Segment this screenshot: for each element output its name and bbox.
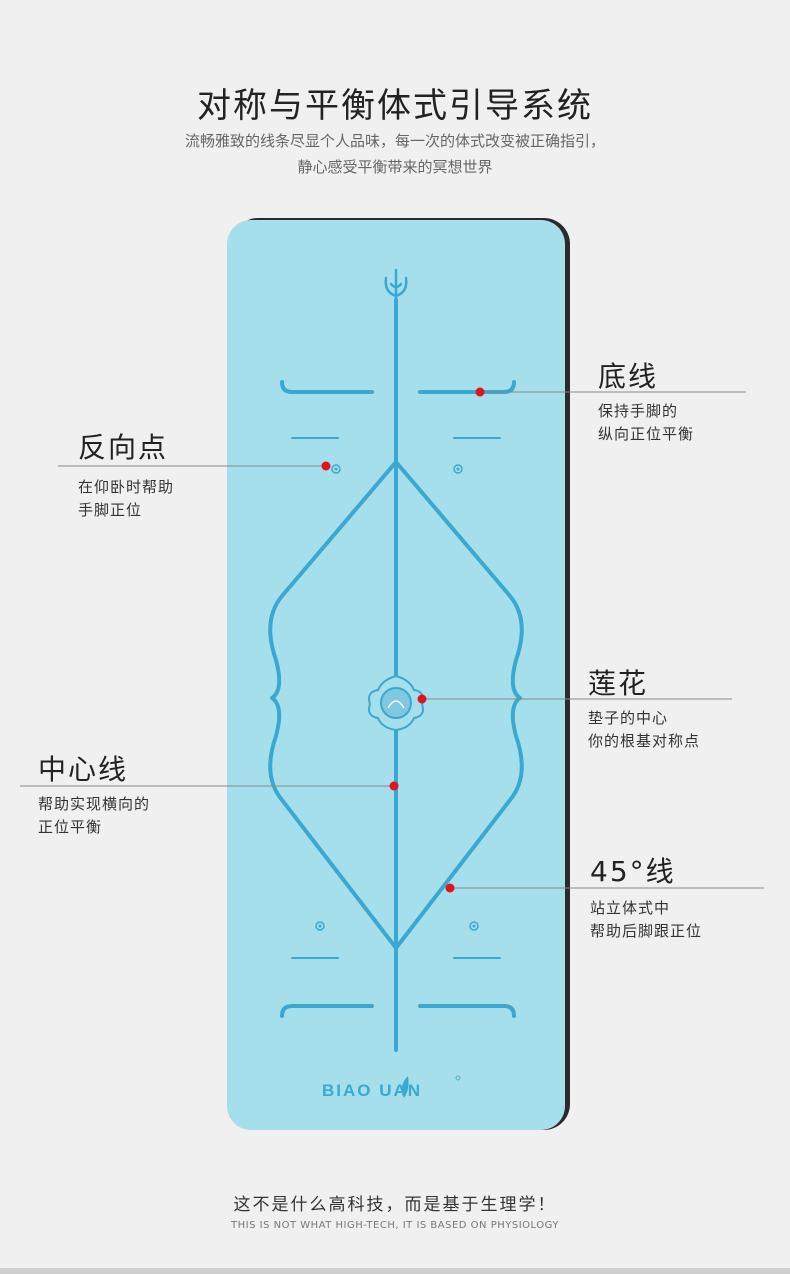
dot-reverse-point bbox=[321, 461, 331, 471]
desc-center-line-2: 正位平衡 bbox=[38, 818, 103, 836]
bottom-left-bottom-line bbox=[280, 1004, 374, 1018]
subtitle-line-2: 静心感受平衡带来的冥想世界 bbox=[297, 158, 493, 176]
reverse-point-right-bottom-icon bbox=[469, 921, 479, 931]
subtitle-line-1: 流畅雅致的线条尽显个人品味，每一次的体式改变被正确指引， bbox=[184, 132, 605, 150]
lotus-icon bbox=[368, 674, 424, 732]
reverse-point-left-top-icon bbox=[331, 464, 341, 474]
desc-lotus-1: 垫子的中心 bbox=[588, 709, 669, 727]
top-right-bottom-line bbox=[418, 380, 516, 394]
reverse-point-left-bottom-icon bbox=[315, 921, 325, 931]
dot-bottom-line bbox=[475, 387, 485, 397]
trident-icon bbox=[384, 268, 408, 302]
label-45-line: 45°线 bbox=[590, 855, 676, 888]
dot-center-line bbox=[389, 781, 399, 791]
svg-text:BIAO UAN: BIAO UAN bbox=[322, 1081, 422, 1100]
desc-45-line-1: 站立体式中 bbox=[590, 899, 671, 917]
desc-bottom-line-1: 保持手脚的 bbox=[598, 402, 679, 420]
bottom-right-bottom-line bbox=[418, 1004, 516, 1018]
label-reverse-point: 反向点 bbox=[78, 431, 169, 464]
desc-bottom-line-2: 纵向正位平衡 bbox=[598, 425, 695, 443]
diamond-45-guide bbox=[268, 460, 524, 950]
footer-tagline-cn: 这不是什么高科技，而是基于生理学！ bbox=[233, 1195, 557, 1215]
label-center-line: 中心线 bbox=[38, 753, 129, 786]
desc-reverse-point-1: 在仰卧时帮助 bbox=[78, 478, 175, 496]
top-left-bottom-line bbox=[280, 380, 374, 394]
reverse-point-right-top-icon bbox=[453, 464, 463, 474]
desc-45-line-2: 帮助后脚跟正位 bbox=[590, 922, 703, 940]
footer-tagline-en: THIS IS NOT WHAT HIGH-TECH, IT IS BASED … bbox=[231, 1220, 559, 1231]
desc-center-line-1: 帮助实现横向的 bbox=[38, 795, 151, 813]
bottom-divider bbox=[0, 1268, 790, 1274]
desc-lotus-2: 你的根基对称点 bbox=[588, 732, 701, 750]
brand-logo: BIAO UAN bbox=[322, 1075, 461, 1100]
desc-reverse-point-2: 手脚正位 bbox=[78, 501, 143, 519]
label-lotus: 莲花 bbox=[588, 667, 649, 700]
page-title: 对称与平衡体式引导系统 bbox=[0, 78, 790, 127]
dot-45-line bbox=[445, 883, 455, 893]
label-bottom-line: 底线 bbox=[598, 360, 659, 393]
dot-lotus bbox=[417, 694, 427, 704]
title-main: 对称与平衡 bbox=[197, 86, 377, 126]
title-accent: 体式引导系统 bbox=[377, 86, 593, 126]
